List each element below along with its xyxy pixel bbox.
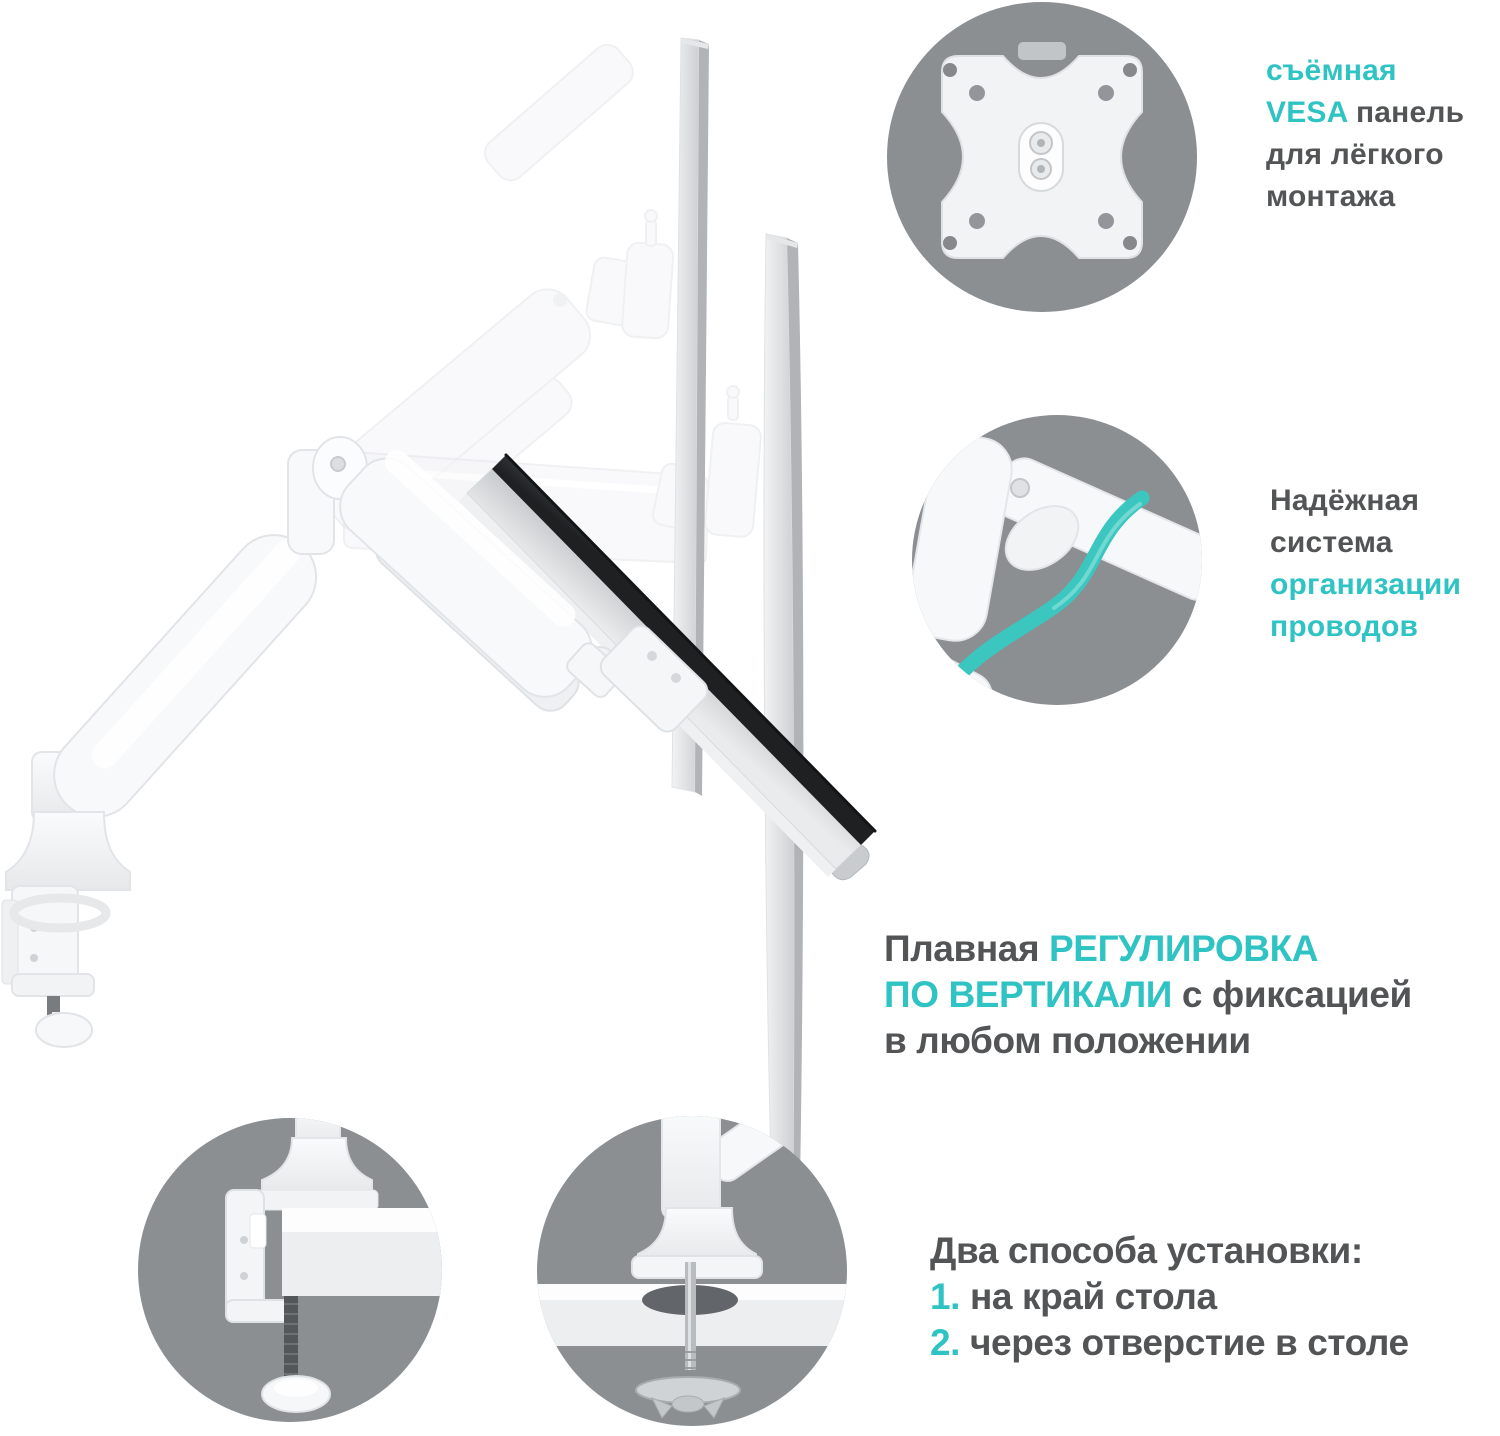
feature-cable-line4: проводов <box>1270 610 1419 643</box>
monitor-arm-illustration <box>1 37 877 1246</box>
vesa-plate-inset-circle <box>887 2 1197 312</box>
clamp-back-plate <box>225 1189 265 1319</box>
clamp-jaw <box>11 973 95 997</box>
feature-vertical-line1: Плавная РЕГУЛИРОВКА <box>884 928 1319 969</box>
feature-cable-line2: система <box>1270 526 1393 559</box>
desk-edge <box>282 1232 442 1296</box>
monitor-top-profile <box>671 37 709 796</box>
cable-management-inset-circle <box>912 415 1202 705</box>
feature-cable-line1: Надёжная <box>1270 484 1420 517</box>
feature-cable-line3: организации <box>1270 568 1462 601</box>
clamp-mount-inset-circle <box>138 1118 442 1422</box>
feature-vesa-line4: монтажа <box>1266 180 1396 213</box>
feature-vertical-adjust-callout: Плавная РЕГУЛИРОВКА ПО ВЕРТИКАЛИ с фикса… <box>884 926 1412 1064</box>
feature-install-title: Два способа установки: <box>930 1230 1363 1271</box>
base-plate <box>631 1255 763 1279</box>
desk-top <box>282 1208 442 1232</box>
grommet-mount-inset-circle <box>537 1116 847 1426</box>
vesa-bracket <box>599 624 709 733</box>
threaded-rod <box>284 1296 298 1386</box>
feature-vesa-callout: съёмная VESA панель для лёгкого монтажа <box>1266 50 1464 218</box>
cable-ring <box>9 893 111 933</box>
wing-nut <box>671 1395 705 1413</box>
feature-cable-callout: Надёжная система организации проводов <box>1270 480 1461 648</box>
feature-vertical-line3: в любом положении <box>884 1020 1251 1061</box>
feature-install-item1: 1. на край стола <box>930 1276 1217 1317</box>
clamp-knob <box>35 1012 93 1048</box>
inset-pedestal-column <box>661 1116 721 1221</box>
feature-vesa-line3: для лёгкого <box>1266 138 1444 171</box>
feature-vesa-line2: VESA панель <box>1266 96 1465 129</box>
feature-install-item2: 2. через отверстие в столе <box>930 1322 1409 1363</box>
arm-solid <box>31 436 709 823</box>
desk-clamp-base <box>1 811 131 1048</box>
feature-install-methods-callout: Два способа установки: 1. на край стола … <box>930 1228 1409 1366</box>
feature-vesa-line1: съёмная <box>1266 54 1397 87</box>
base-trumpet <box>5 811 131 891</box>
feature-vertical-line2: ПО ВЕРТИКАЛИ с фиксацией <box>884 974 1412 1015</box>
